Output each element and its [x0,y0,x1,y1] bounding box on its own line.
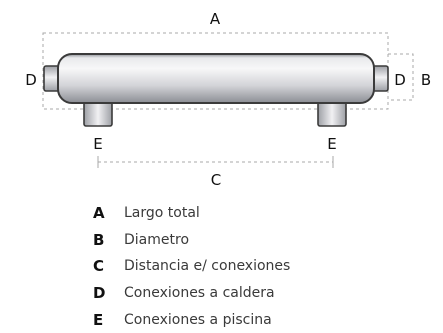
legend-item-a: A Largo total [93,200,290,227]
label-b: B [421,71,431,89]
legend-label: Largo total [124,205,200,222]
legend-key: D [93,284,106,303]
legend-item-e: E Conexiones a piscina [93,306,290,333]
legend-key: A [93,204,105,223]
legend-label: Conexiones a piscina [124,311,272,328]
connection-d-right [372,65,389,92]
dimension-b-guide [388,53,414,101]
legend-item-d: D Conexiones a caldera [93,280,290,307]
dimension-a-guide [42,32,389,110]
legend-label: Diametro [124,231,190,248]
label-d-right: D [394,71,406,89]
connection-d-left [43,65,60,92]
label-d-left: D [25,71,37,89]
label-c: C [211,171,221,189]
legend-label: Conexiones a caldera [124,285,275,302]
dimension-legend: A Largo total B Diametro C Distancia e/ … [93,200,290,333]
legend-key: E [93,310,104,329]
exchanger-body [57,53,375,104]
label-e-left: E [93,135,102,153]
legend-item-c: C Distancia e/ conexiones [93,253,290,280]
label-e-right: E [327,135,336,153]
heat-exchanger-diagram: A D D B E E C [25,10,431,189]
legend-item-b: B Diametro [93,227,290,254]
legend-key: B [93,230,105,249]
label-a: A [210,10,221,28]
legend-key: C [93,257,105,276]
legend-label: Distancia e/ conexiones [124,258,291,275]
